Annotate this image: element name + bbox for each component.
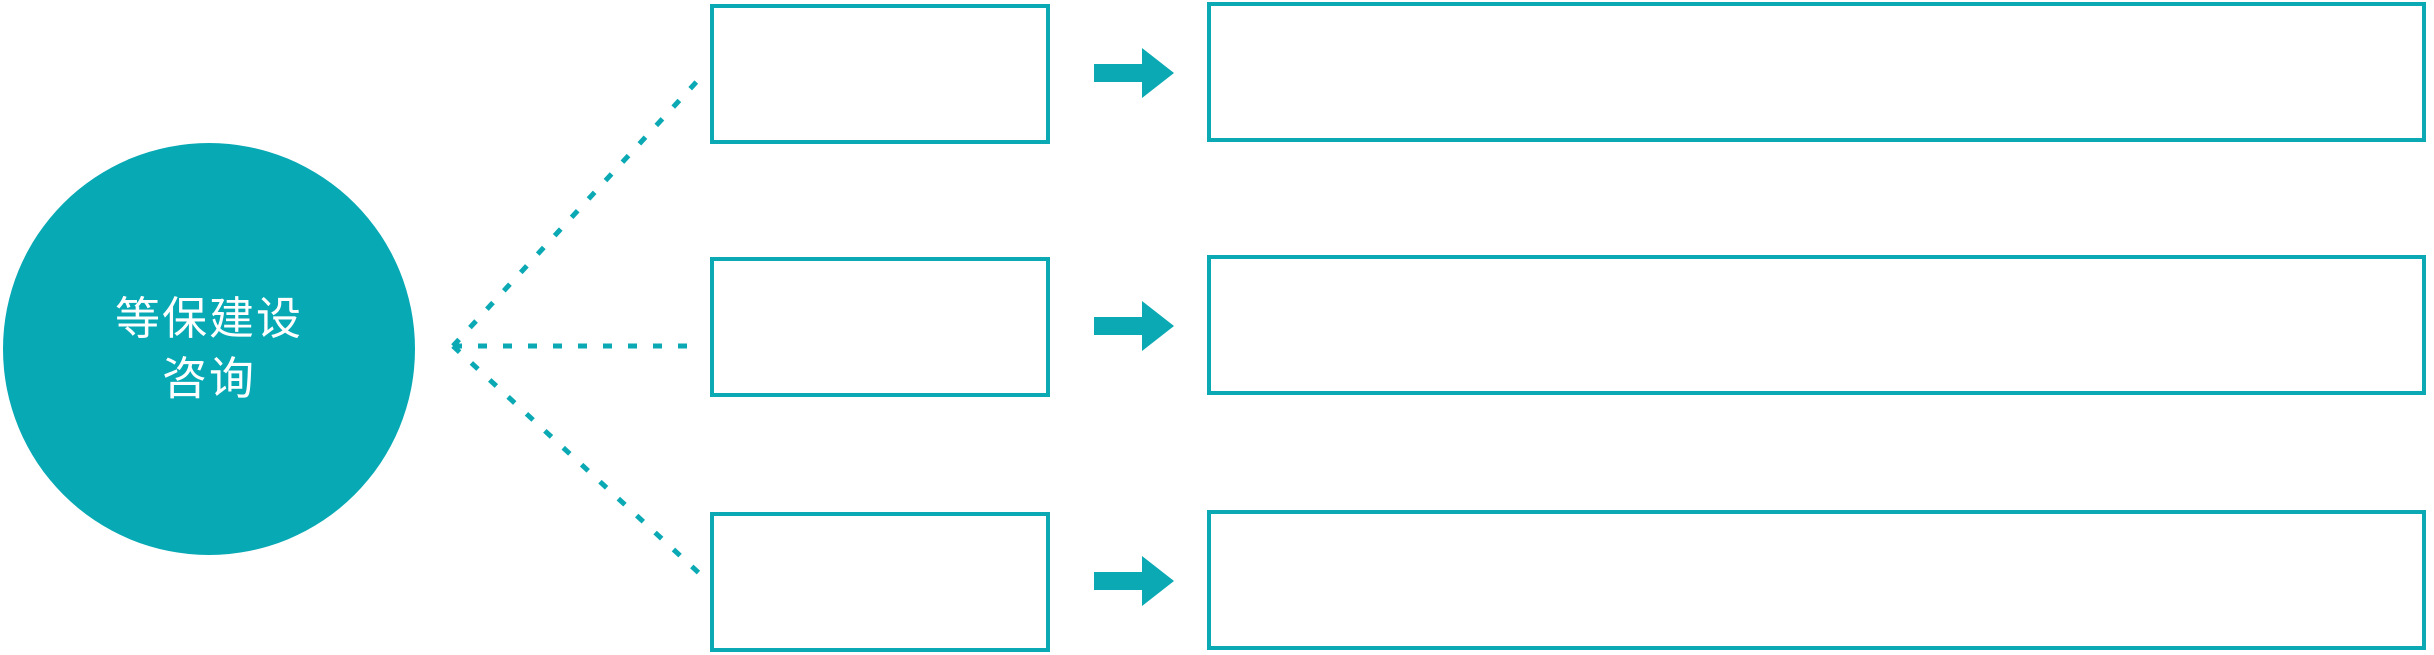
right-block-arrow-icon (1094, 301, 1174, 351)
detail-box[interactable] (1207, 510, 2426, 650)
flow-row (0, 508, 2434, 654)
stage-box[interactable] (710, 512, 1050, 652)
detail-box[interactable] (1207, 2, 2426, 142)
flow-row (0, 0, 2434, 146)
flow-row (0, 253, 2434, 399)
hub-circle[interactable]: 等保建设 咨询 (3, 143, 415, 555)
stage-box[interactable] (710, 4, 1050, 144)
right-block-arrow-icon (1094, 556, 1174, 606)
stage-box[interactable] (710, 257, 1050, 397)
right-block-arrow-icon (1094, 48, 1174, 98)
hub-label-line-2: 咨询 (161, 353, 256, 404)
hub-label-line-1: 等保建设 (114, 293, 303, 345)
detail-box[interactable] (1207, 255, 2426, 395)
